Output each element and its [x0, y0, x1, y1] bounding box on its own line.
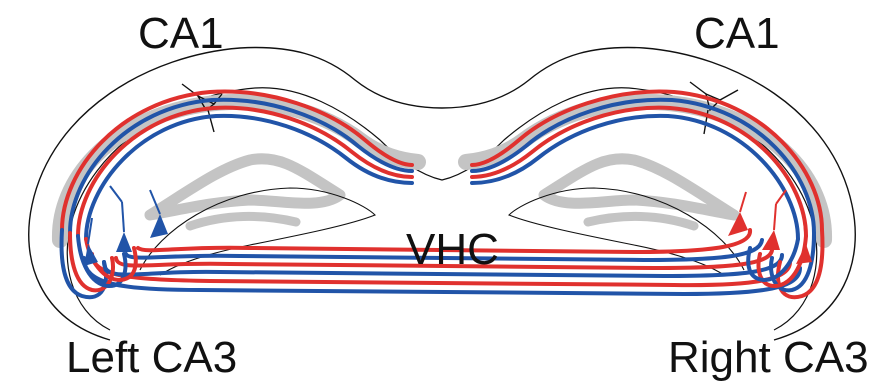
label-ca1-right: CA1	[694, 12, 780, 56]
hippocampus-outline	[29, 47, 856, 340]
dentate-gyrus-left	[150, 159, 340, 215]
dentate-inner-left	[190, 216, 296, 226]
right-ca3-loops	[748, 230, 822, 297]
dentate-inner-right	[588, 216, 694, 226]
label-right-ca3: Right CA3	[668, 336, 869, 380]
dentate-gyrus-right	[544, 159, 734, 215]
label-vhc: VHC	[406, 228, 499, 272]
label-ca1-left: CA1	[138, 12, 224, 56]
label-left-ca3: Left CA3	[66, 336, 237, 380]
